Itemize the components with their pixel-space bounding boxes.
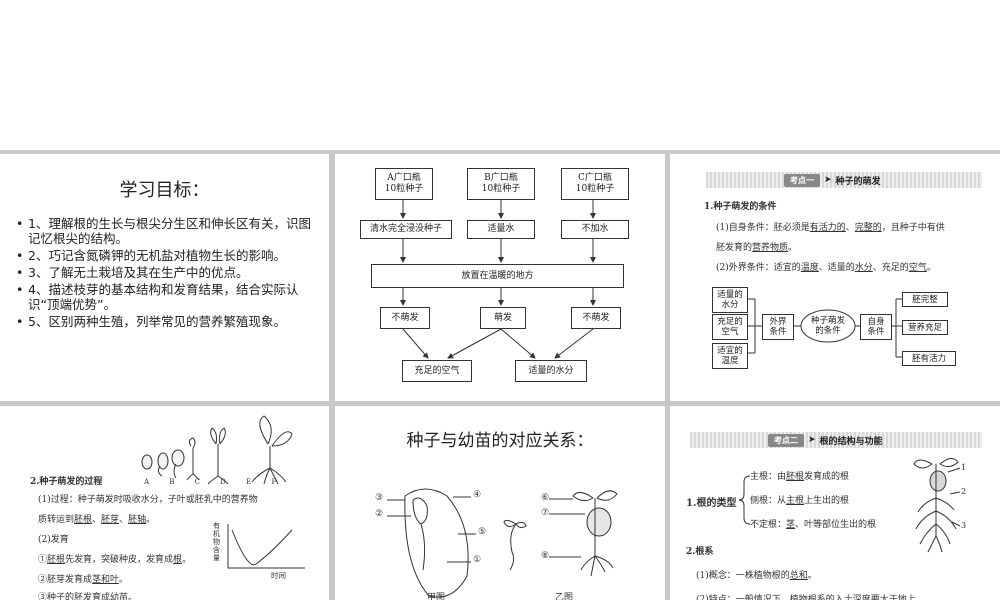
treatment-c-box: 不加水 xyxy=(561,220,629,239)
place-box: 放置在温暖的地方 xyxy=(371,264,624,288)
section-heading: 2.种子萌发的过程 xyxy=(30,477,103,487)
list-item: •5、区别两种生殖，列举常见的营养繁殖现象。 xyxy=(16,314,286,329)
embryo-complete-box: 胚完整 xyxy=(902,292,948,307)
callout-label: ③ xyxy=(375,493,384,503)
treatment-b-box: 适量水 xyxy=(467,220,535,239)
figure-caption-left: 甲图 xyxy=(427,593,446,600)
text-line: (1)概念：一株植物根的总和。 xyxy=(696,571,817,581)
root-type-brace xyxy=(738,475,751,525)
embryo-active-box: 胚有活力 xyxy=(902,351,956,366)
conditions-diagram-lines xyxy=(747,298,902,358)
bottle-c-box: C广口瓶 10粒种子 xyxy=(561,168,629,200)
text-line: 侧根：从主根上生出的根 xyxy=(750,496,850,506)
organic-matter-graph xyxy=(227,524,305,569)
root-system-illustration xyxy=(913,458,961,553)
callout-label: 3 xyxy=(961,521,967,530)
text-line: 主根：由胚根发育成的根 xyxy=(750,472,850,482)
self-condition-box: 自身 条件 xyxy=(860,314,892,340)
callout-label: 2 xyxy=(961,487,967,496)
callout-label: ⑥ xyxy=(541,493,550,503)
text-line: (1)自身条件：胚必须是有活力的、完整的，且种子中有供 xyxy=(716,223,945,233)
topic-title: 根的结构与功能 xyxy=(819,436,883,447)
treatment-a-box: 清水完全浸没种子 xyxy=(360,220,452,239)
callout-label: ④ xyxy=(473,490,482,500)
text-line: (2)发育 xyxy=(38,535,69,545)
graph-x-label: 时间 xyxy=(271,571,286,580)
result-b-box: 萌发 xyxy=(480,307,526,329)
conclusion-water-box: 适量的水分 xyxy=(515,360,587,382)
text-line: 质转运到胚根、胚芽、胚轴。 xyxy=(38,515,156,525)
text-line: ②胚芽发育成茎和叶。 xyxy=(38,575,129,585)
bottle-b-box: B广口瓶 10粒种子 xyxy=(467,168,535,200)
callout-label: ⑧ xyxy=(541,551,550,561)
text-line: 胚发育的营养物质。 xyxy=(716,243,798,253)
section-heading: 1.根的类型 xyxy=(686,498,737,509)
topic-banner: 考点二 ➤ 根的结构与功能 xyxy=(690,432,982,448)
list-item: •1、理解根的生长与根尖分生区和伸长区有关，识图记忆根尖的结构。 xyxy=(16,216,311,246)
text-line: ③种子的胚发育成幼苗。 xyxy=(38,593,138,600)
stage-letters: A B C D E F xyxy=(144,478,277,486)
condition-air-box: 充足的 空气 xyxy=(712,314,748,340)
callout-label: ⑤ xyxy=(478,527,487,537)
result-a-box: 不萌发 xyxy=(380,307,430,329)
condition-temperature-box: 适宜的 温度 xyxy=(712,343,748,369)
list-item: •3、了解无土栽培及其在生产中的优点。 xyxy=(16,265,249,280)
slide-title: 种子与幼苗的对应关系： xyxy=(406,431,594,451)
slide-thumbnail-learning-goals[interactable]: 学习目标： •1、理解根的生长与根尖分生区和伸长区有关，识图记忆根尖的结构。 •… xyxy=(0,154,329,401)
graph-y-label: 有机物含量 xyxy=(213,522,220,562)
text-line: 不定根：茎、叶等部位生出的根 xyxy=(750,520,877,530)
text-line: ①胚根先发育，突破种皮，发育成根。 xyxy=(38,555,192,565)
topic-tag: 考点一 xyxy=(784,173,820,187)
germination-stages-illustration xyxy=(141,415,293,485)
callout-label: ⑦ xyxy=(541,508,550,518)
slide-thumbnail-seed-seedling-relation[interactable]: 种子与幼苗的对应关系： ③ ② ④ ⑤ ① ⑥ ⑦ ⑧ 甲图 乙图 xyxy=(335,406,665,600)
slide-thumbnail-experiment-flowchart[interactable]: A广口瓶 10粒种子 B广口瓶 10粒种子 C广口瓶 10粒种子 清水完全浸没种… xyxy=(335,154,665,401)
germination-condition-center: 种子萌发 的条件 xyxy=(810,316,845,336)
slide-thumbnail-seed-germination-conditions[interactable]: 考点一 ➤ 种子的萌发 1.种子萌发的条件 (1)自身条件：胚必须是有活力的、完… xyxy=(670,154,1000,401)
topic-title: 种子的萌发 xyxy=(835,176,881,187)
topic-tag: 考点二 xyxy=(768,433,804,447)
condition-water-box: 适量的 水分 xyxy=(712,287,748,313)
goal-list: •1、理解根的生长与根尖分生区和伸长区有关，识图记忆根尖的结构。 •2、巧记含氮… xyxy=(14,216,314,331)
text-line: (1)过程：种子萌发时吸收水分，子叶或胚乳中的营养物 xyxy=(38,495,258,505)
text-line: (2)外界条件：适宜的温度、适量的水分、充足的空气。 xyxy=(716,263,936,273)
section-heading: 2.根系 xyxy=(686,547,714,557)
figure-caption-right: 乙图 xyxy=(555,593,574,600)
topic-banner: 考点一 ➤ 种子的萌发 xyxy=(706,172,982,188)
slide-title: 学习目标： xyxy=(119,180,210,201)
flowchart-arrows xyxy=(400,200,596,359)
bottle-a-box: A广口瓶 10粒种子 xyxy=(375,168,433,200)
topic-arrow-icon: ➤ xyxy=(824,175,832,185)
outer-condition-box: 外界 条件 xyxy=(762,314,794,340)
callout-label: 1 xyxy=(961,463,967,472)
list-item: •4、描述枝芽的基本结构和发育结果，结合实际认识“顶端优势”。 xyxy=(16,282,299,312)
conclusion-air-box: 充足的空气 xyxy=(402,360,472,382)
callout-label: ① xyxy=(473,555,482,565)
text-line: (2)特点：一般情况下，植物根系的入土深度要大于地上 xyxy=(696,595,916,600)
topic-arrow-icon: ➤ xyxy=(808,435,816,445)
slide-thumbnail-germination-process[interactable]: A B C D E F 2.种子萌发的过程 (1)过程：种子萌发时吸收水分，子叶… xyxy=(0,406,329,600)
callout-label: ② xyxy=(375,509,384,519)
list-item: •2、巧记含氮磷钾的无机盐对植物生长的影响。 xyxy=(16,248,286,263)
section-heading: 1.种子萌发的条件 xyxy=(704,202,777,212)
nutrition-box: 营养充足 xyxy=(902,320,948,335)
seed-and-seedling-illustration xyxy=(387,488,618,598)
result-c-box: 不萌发 xyxy=(571,307,621,329)
slide-thumbnail-root-structure[interactable]: 考点二 ➤ 根的结构与功能 1.根的类型 主根：由胚根发育成的根 侧根：从主根上… xyxy=(670,406,1000,600)
